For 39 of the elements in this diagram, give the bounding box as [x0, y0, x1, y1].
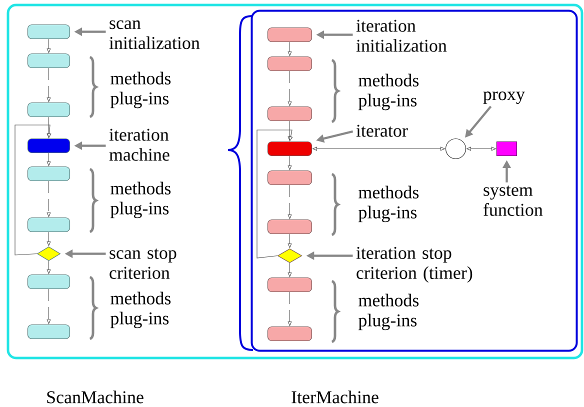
brace-label: methods plug-ins	[358, 294, 419, 330]
annotation-text: iteration initialization	[356, 20, 447, 52]
arrow	[14, 124, 52, 256]
decision-diamond	[277, 248, 302, 263]
annotation-text: iteration machine	[109, 128, 170, 161]
process-box	[267, 170, 312, 186]
caption: ScanMachine	[47, 390, 144, 404]
annotation-text: proxy	[483, 92, 525, 104]
process-box	[267, 56, 312, 72]
process-box	[267, 326, 312, 342]
process-box	[267, 27, 312, 42]
annotation-text: iteration stop criterion (timer)	[356, 246, 472, 283]
function-square	[496, 141, 518, 156]
brace-label: methods plug-ins	[110, 182, 171, 218]
process-box	[27, 53, 70, 68]
arrow	[256, 130, 293, 258]
process-box	[27, 24, 70, 40]
process-box	[27, 166, 70, 182]
annotation-text: scan initialization	[109, 20, 200, 50]
process-box	[27, 274, 70, 290]
brace-label: methods plug-ins	[358, 186, 419, 222]
circle-node	[445, 138, 466, 160]
caption: IterMachine	[292, 390, 378, 404]
annotation-text: system function	[484, 186, 543, 216]
inner-frame	[250, 10, 578, 352]
brace-label: methods plug-ins	[110, 72, 171, 108]
process-box	[27, 138, 70, 154]
process-box	[27, 324, 70, 340]
process-box	[267, 219, 312, 234]
annotation-text: scan stop criterion	[110, 248, 176, 279]
outer-frame	[6, 4, 584, 360]
process-box	[267, 106, 312, 122]
process-box	[267, 141, 312, 156]
process-box	[27, 102, 70, 118]
annotation-text: iterator	[356, 124, 408, 137]
brace-label: methods plug-ins	[358, 74, 419, 110]
brace-label: methods plug-ins	[110, 292, 171, 328]
process-box	[267, 277, 312, 292]
process-box	[27, 217, 70, 232]
